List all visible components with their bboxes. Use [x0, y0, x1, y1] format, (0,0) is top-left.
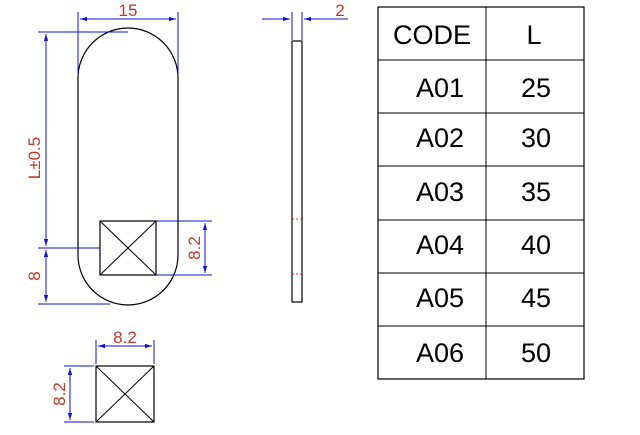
dimension-length: L±0.5 [25, 31, 128, 249]
detail-square-outline [95, 365, 155, 423]
dimension-square-side: 8.2 [156, 220, 212, 276]
table-header-code: CODE [393, 20, 471, 50]
table-cell-code: A06 [416, 338, 464, 368]
front-view-plate [77, 27, 179, 306]
dimension-square-side-label: 8.2 [185, 236, 204, 260]
detail-square [95, 365, 155, 423]
dimension-thickness-label: 2 [335, 1, 344, 20]
dimension-offset: 8 [25, 250, 110, 305]
dimension-detail-width: 8.2 [95, 328, 155, 364]
dimension-detail-height: 8.2 [50, 365, 94, 423]
side-view-strip [291, 40, 303, 303]
table-cell-code: A01 [416, 73, 464, 103]
plate-outline [77, 27, 179, 306]
table-cell-code: A05 [416, 283, 464, 313]
dimension-offset-label: 8 [25, 271, 44, 280]
table-cell-code: A03 [416, 177, 464, 207]
square-hole-diagonal-2 [99, 220, 157, 276]
dimension-detail-width-label: 8.2 [113, 328, 137, 347]
dimension-width-top-label: 15 [119, 1, 138, 20]
table-header-l: L [526, 20, 541, 50]
table-cell-l: 50 [521, 338, 551, 368]
table-cell-l: 40 [521, 230, 551, 260]
table-cell-l: 30 [521, 123, 551, 153]
dimension-thickness: 2 [262, 1, 348, 40]
code-table: CODE L A01 25 A02 30 A03 35 A04 40 A05 4… [377, 6, 585, 380]
dimension-length-label: L±0.5 [25, 137, 44, 179]
table-cell-l: 25 [521, 73, 551, 103]
table-cell-l: 45 [521, 283, 551, 313]
detail-diagonal-2 [95, 365, 155, 423]
table-cell-l: 35 [521, 177, 551, 207]
dimension-width-top: 15 [77, 1, 179, 76]
dimension-detail-height-label: 8.2 [50, 382, 69, 406]
table-cell-code: A04 [416, 230, 464, 260]
strip-outline [291, 40, 303, 303]
table-border [377, 6, 585, 380]
table-cell-code: A02 [416, 123, 464, 153]
